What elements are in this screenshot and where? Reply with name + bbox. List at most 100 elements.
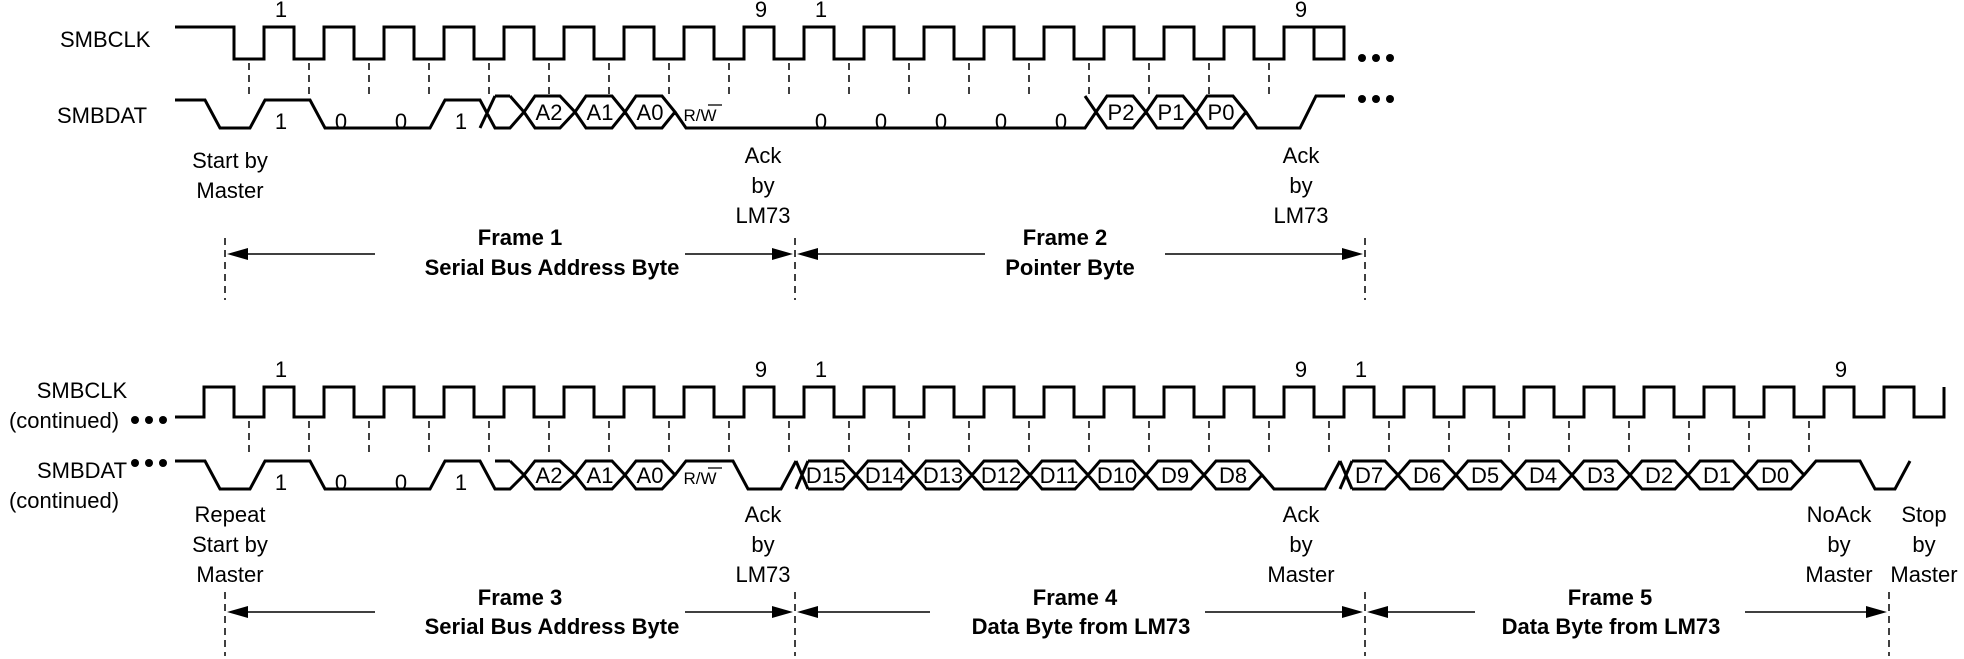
ack-annotation-line: by — [1289, 532, 1312, 557]
bit-label: D12 — [981, 463, 1021, 488]
ack-annotation-line: by — [1289, 173, 1312, 198]
ack-annotation-line: Ack — [1283, 502, 1321, 527]
stop-annotation-line: by — [1912, 532, 1935, 557]
rw-bit-label: R/W — [683, 106, 716, 125]
bit-label: 0 — [395, 109, 407, 134]
bit-label: 0 — [935, 109, 947, 134]
bit-label: 0 — [1055, 109, 1067, 134]
bottom-clk-number: 9 — [1295, 357, 1307, 382]
bit-label: D5 — [1471, 463, 1499, 488]
bit-label: 1 — [275, 470, 287, 495]
bit-label: D0 — [1761, 463, 1789, 488]
top-continuation-dots — [1358, 54, 1394, 103]
top-section: SMBCLK SMBDAT 1 9 1 9 1 0 0 1 A2 — [57, 0, 1394, 300]
bit-label: 0 — [335, 470, 347, 495]
top-smbclk-waveform — [175, 25, 1346, 61]
ack-annotation-line: by — [751, 173, 774, 198]
bottom-clk-number: 1 — [815, 357, 827, 382]
bit-label: A0 — [637, 100, 664, 125]
top-clock-dash-guides — [248, 63, 1270, 96]
bottom-frame-markers: Frame 3 Serial Bus Address Byte Frame 4 … — [224, 585, 1890, 656]
bit-label: 1 — [275, 109, 287, 134]
ack-annotation-line: by — [751, 532, 774, 557]
bit-label: P0 — [1208, 100, 1235, 125]
bit-label: D10 — [1097, 463, 1137, 488]
noack-annotation-line: by — [1827, 532, 1850, 557]
top-smbdat-label: SMBDAT — [57, 103, 147, 128]
bit-label: D2 — [1645, 463, 1673, 488]
noack-annotation-line: Master — [1805, 562, 1872, 587]
bit-label: 0 — [335, 109, 347, 134]
bottom-section: SMBCLK (continued) SMBDAT (continued) 1 — [9, 357, 1958, 656]
bit-label: D3 — [1587, 463, 1615, 488]
start-annotation-line: Start by — [192, 148, 268, 173]
bit-label: 0 — [395, 470, 407, 495]
ack-annotation-line: LM73 — [735, 562, 790, 587]
ack-annotation-line: LM73 — [1273, 203, 1328, 228]
ack-annotation-line: LM73 — [735, 203, 790, 228]
bit-label: A2 — [536, 100, 563, 125]
ack-annotation-line: Ack — [745, 143, 783, 168]
bottom-smbdat-label: SMBDAT — [37, 458, 127, 483]
ack-annotation-line: Master — [1267, 562, 1334, 587]
frame-title: Frame 3 — [478, 585, 562, 610]
bottom-annotations: Repeat Start by Master Ack by LM73 Ack b… — [192, 502, 1958, 587]
stop-annotation-line: Stop — [1901, 502, 1946, 527]
bit-label: D7 — [1355, 463, 1383, 488]
bit-label: D4 — [1529, 463, 1557, 488]
top-smbclk-label: SMBCLK — [60, 27, 151, 52]
repeat-start-annotation-line: Start by — [192, 532, 268, 557]
top-data-bits: 1 0 0 1 A2 A1 A0 R/W 0 0 0 0 0 P2 P1 P0 — [275, 100, 1235, 134]
bottom-data-bits: 1 0 0 1 A2 A1 A0 R/W D15 D14 D13 D12 D11… — [275, 463, 1789, 495]
bit-label: 0 — [995, 109, 1007, 134]
top-annotations: Start by Master Ack by LM73 Ack by LM73 — [192, 143, 1328, 228]
bottom-clk-number: 9 — [1835, 357, 1847, 382]
bit-label: 1 — [455, 470, 467, 495]
top-frame-markers: Frame 1 Serial Bus Address Byte Frame 2 … — [224, 225, 1366, 300]
bottom-clk-number: 1 — [1355, 357, 1367, 382]
top-clk-number: 9 — [1295, 0, 1307, 22]
bottom-clock-numbers: 1 9 1 9 1 9 — [275, 357, 1847, 382]
frame-subtitle: Serial Bus Address Byte — [425, 255, 680, 280]
bottom-smbclk-label: (continued) — [9, 408, 119, 433]
bottom-clk-number: 9 — [755, 357, 767, 382]
bit-label: D6 — [1413, 463, 1441, 488]
bit-label: A2 — [536, 463, 563, 488]
frame-subtitle: Data Byte from LM73 — [972, 614, 1191, 639]
top-clock-numbers: 1 9 1 9 — [275, 0, 1307, 22]
repeat-start-annotation-line: Repeat — [195, 502, 266, 527]
frame-title: Frame 4 — [1033, 585, 1118, 610]
bit-label: D9 — [1161, 463, 1189, 488]
bit-label: 0 — [875, 109, 887, 134]
frame-title: Frame 5 — [1568, 585, 1652, 610]
rw-bit-label: R/W — [683, 469, 716, 488]
bit-label: D13 — [923, 463, 963, 488]
bottom-smbclk-waveform — [175, 385, 1946, 419]
bottom-clock-dash-guides — [248, 421, 1810, 456]
bit-label: P2 — [1108, 100, 1135, 125]
stop-annotation-line: Master — [1890, 562, 1957, 587]
repeat-start-annotation-line: Master — [196, 562, 263, 587]
bit-label: D14 — [865, 463, 905, 488]
bit-label: D11 — [1040, 463, 1079, 488]
bit-label: A1 — [587, 463, 614, 488]
frame-subtitle: Data Byte from LM73 — [1502, 614, 1721, 639]
top-clk-number: 1 — [815, 0, 827, 22]
top-smbdat-waveform — [175, 94, 1345, 130]
bottom-clk-number: 1 — [275, 357, 287, 382]
bit-label: A1 — [587, 100, 614, 125]
bit-label: D8 — [1219, 463, 1247, 488]
bit-label: D1 — [1703, 463, 1731, 488]
frame-subtitle: Pointer Byte — [1005, 255, 1135, 280]
bit-label: A0 — [637, 463, 664, 488]
ack-annotation-line: Ack — [1283, 143, 1321, 168]
frame-subtitle: Serial Bus Address Byte — [425, 614, 680, 639]
start-annotation-line: Master — [196, 178, 263, 203]
bit-label: 0 — [815, 109, 827, 134]
bottom-smbdat-waveform — [175, 459, 1912, 491]
frame-title: Frame 2 — [1023, 225, 1107, 250]
bottom-smbdat-label: (continued) — [9, 488, 119, 513]
ack-annotation-line: Ack — [745, 502, 783, 527]
noack-annotation-line: NoAck — [1807, 502, 1873, 527]
